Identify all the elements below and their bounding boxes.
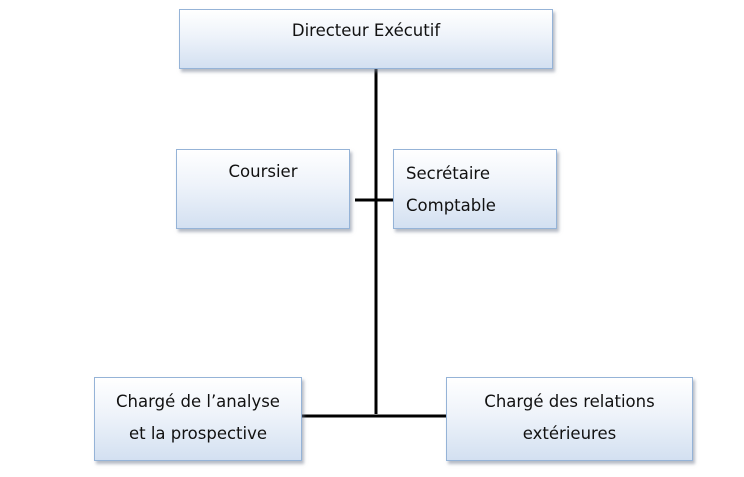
node-directeur-executif: Directeur Exécutif: [179, 9, 553, 69]
node-secretaire-comptable-line-2: Comptable: [406, 196, 496, 215]
node-coursier-label: Coursier: [228, 162, 298, 181]
node-charge-relations-line-2: extérieures: [522, 424, 617, 443]
node-secretaire-comptable: Secrétaire Comptable: [393, 149, 557, 229]
node-secretaire-comptable-line-1: Secrétaire: [406, 164, 491, 183]
node-charge-relations-line-1: Chargé des relations: [484, 392, 655, 411]
node-charge-analyse-prospective: Chargé de l’analyse et la prospective: [94, 377, 302, 461]
node-charge-analyse-line-2: et la prospective: [128, 424, 268, 443]
node-coursier: Coursier: [176, 149, 350, 229]
node-directeur-executif-label: Directeur Exécutif: [291, 21, 441, 40]
node-charge-relations-exterieures: Chargé des relations extérieures: [446, 377, 693, 461]
node-charge-analyse-line-1: Chargé de l’analyse: [116, 392, 280, 411]
